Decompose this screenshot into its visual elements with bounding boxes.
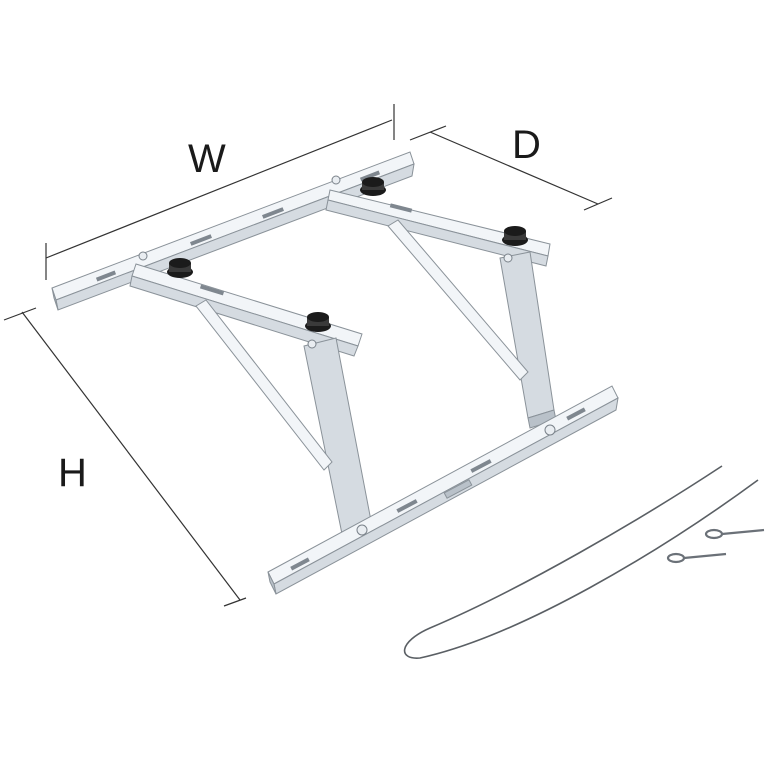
rubber-foot-icon <box>167 258 193 278</box>
mounting-bracket-icon <box>51 151 619 595</box>
rubber-foot-icon <box>502 226 528 246</box>
rear-arm-right <box>325 177 551 267</box>
front-rail <box>267 385 619 595</box>
rubber-foot-icon <box>360 177 386 196</box>
tie-wire-icon <box>403 465 759 659</box>
rear-leg-right <box>387 219 557 429</box>
height-label: H <box>58 451 87 495</box>
eye-pin-icon <box>704 528 765 540</box>
front-arm-left <box>129 258 363 357</box>
eye-pin-icon <box>666 552 727 564</box>
rubber-foot-icon <box>305 312 331 332</box>
dimension-width: W <box>45 104 395 280</box>
dimension-height: H <box>3 307 247 607</box>
width-label: W <box>188 137 226 181</box>
back-rail <box>51 151 415 311</box>
depth-label: D <box>512 123 541 167</box>
dimension-depth: D <box>409 123 613 211</box>
